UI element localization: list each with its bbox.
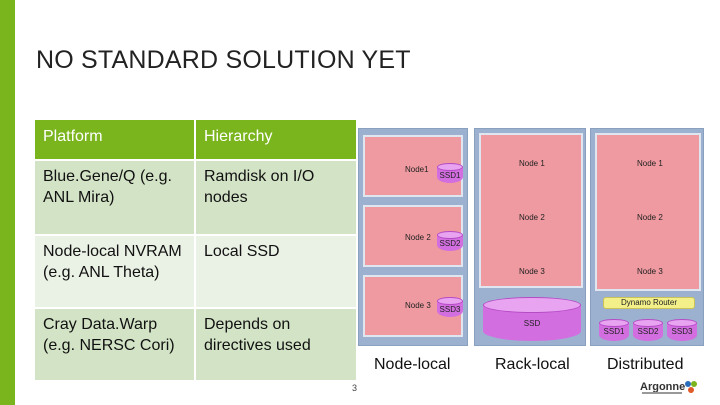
- rack-local-diagram: Node 1 Node 2 Node 3 SSD: [474, 128, 586, 346]
- ssd-label: SSD2: [439, 239, 461, 248]
- dynamo-router: Dynamo Router: [603, 297, 695, 309]
- ssd-label: SSD3: [439, 305, 461, 314]
- node-local-node: Node1 SSD1: [363, 135, 463, 197]
- logo-text: Argonne: [640, 381, 686, 393]
- ssd-icon: SSD2: [437, 231, 463, 251]
- node-label: Node 3: [405, 301, 431, 310]
- ssd-label: SSD: [523, 319, 541, 328]
- node-label: Node 1: [519, 159, 545, 168]
- atom-icon: [685, 381, 697, 393]
- node-label: Node 3: [637, 267, 663, 276]
- platform-cell: Cray Data.Warp (e.g. NERSC Cori): [35, 308, 196, 382]
- ssd-label: SSD1: [439, 171, 461, 180]
- rack-node: Node 1 Node 2 Node 3: [479, 133, 583, 288]
- node-local-node: Node 3 SSD3: [363, 275, 463, 337]
- node-label: Node 3: [519, 267, 545, 276]
- header-platform: Platform: [35, 120, 196, 161]
- ssd-icon: SSD1: [599, 319, 629, 341]
- distributed-diagram: Node 1 Node 2 Node 3 Dynamo Router SSD1 …: [590, 128, 704, 346]
- node-label: Node 2: [405, 233, 431, 242]
- ssd-icon: SSD2: [633, 319, 663, 341]
- ssd-icon: SSD3: [437, 297, 463, 317]
- argonne-logo: Argonne: [640, 379, 698, 399]
- ssd-icon: SSD3: [667, 319, 697, 341]
- platform-cell: Node-local NVRAM (e.g. ANL Theta): [35, 235, 196, 309]
- node-label: Node 1: [637, 159, 663, 168]
- table-row: Cray Data.Warp (e.g. NERSC Cori) Depends…: [35, 308, 356, 382]
- platform-cell: Blue.Gene/Q (e.g. ANL Mira): [35, 160, 196, 236]
- node-label: Node1: [405, 165, 429, 174]
- node-local-node: Node 2 SSD2: [363, 205, 463, 267]
- node-label: Node 2: [519, 213, 545, 222]
- caption-distributed: Distributed: [607, 356, 684, 373]
- table-row: Node-local NVRAM (e.g. ANL Theta) Local …: [35, 235, 356, 309]
- slide-title: NO STANDARD SOLUTION YET: [36, 46, 411, 74]
- table-header-row: Platform Hierarchy: [35, 120, 356, 161]
- header-hierarchy: Hierarchy: [195, 120, 356, 161]
- ssd-label: SSD3: [671, 327, 693, 336]
- hierarchy-cell: Local SSD: [195, 235, 356, 309]
- distributed-node: Node 1 Node 2 Node 3: [595, 133, 701, 291]
- node-label: Node 2: [637, 213, 663, 222]
- caption-node-local: Node-local: [374, 356, 451, 373]
- hierarchy-cell: Ramdisk on I/O nodes: [195, 160, 356, 236]
- ssd-label: SSD2: [637, 327, 659, 336]
- ssd-label: SSD1: [603, 327, 625, 336]
- ssd-icon: SSD1: [437, 163, 463, 183]
- caption-rack-local: Rack-local: [495, 356, 570, 373]
- accent-bar: [0, 0, 15, 405]
- hierarchy-cell: Depends on directives used: [195, 308, 356, 382]
- platform-table: Platform Hierarchy Blue.Gene/Q (e.g. ANL…: [35, 120, 356, 382]
- node-local-diagram: Node1 SSD1 Node 2 SSD2 Node 3 SSD3: [358, 128, 468, 346]
- ssd-icon: SSD: [483, 297, 581, 341]
- page-number: 3: [352, 383, 358, 393]
- table-row: Blue.Gene/Q (e.g. ANL Mira) Ramdisk on I…: [35, 160, 356, 236]
